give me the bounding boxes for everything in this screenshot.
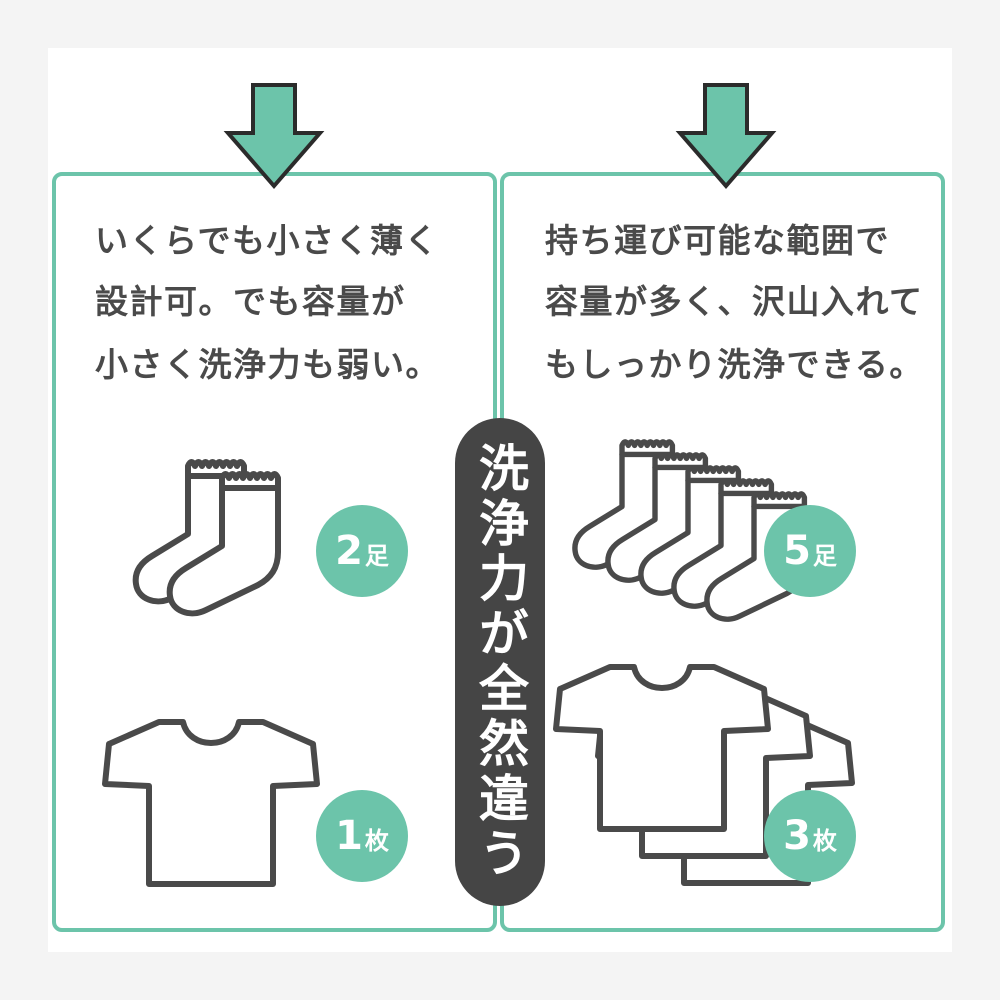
badge-unit: 枚: [364, 827, 389, 855]
shirts-count-badge: 3枚: [764, 790, 856, 882]
left-panel: いくらでも小さく薄く 設計可。でも容量が 小さく洗浄力も弱い。 2足 1枚: [52, 172, 497, 932]
right-description-line-1: 持ち運び可能な範囲で: [545, 221, 890, 260]
socks-count-badge: 2足: [316, 505, 408, 597]
badge-number: 3: [783, 813, 811, 859]
center-banner-text: 洗浄力が全然違う: [471, 442, 529, 882]
left-illustration: [56, 176, 493, 928]
t-shirt-icon: [105, 722, 317, 884]
badge-unit: 足: [812, 542, 837, 570]
right-panel: 持ち運び可能な範囲で 容量が多く、沢山入れて もしっかり洗浄できる。 5足 3枚: [500, 172, 945, 932]
left-description-line-1: いくらでも小さく薄く: [95, 221, 440, 260]
shirts-count-badge: 1枚: [316, 790, 408, 882]
right-illustration: [504, 176, 941, 928]
socks-count-badge: 5足: [764, 505, 856, 597]
left-description-line-2: 設計可。でも容量が: [95, 282, 406, 321]
center-banner: 洗浄力が全然違う: [455, 418, 545, 906]
badge-number: 2: [335, 528, 363, 574]
left-description-line-3: 小さく洗浄力も弱い。: [95, 345, 440, 384]
badge-number: 1: [335, 813, 363, 859]
badge-unit: 足: [364, 542, 389, 570]
badge-number: 5: [783, 528, 811, 574]
badge-unit: 枚: [812, 827, 837, 855]
right-description-line-3: もしっかり洗浄できる。: [545, 345, 924, 384]
right-description-line-2: 容量が多く、沢山入れて: [545, 282, 924, 321]
